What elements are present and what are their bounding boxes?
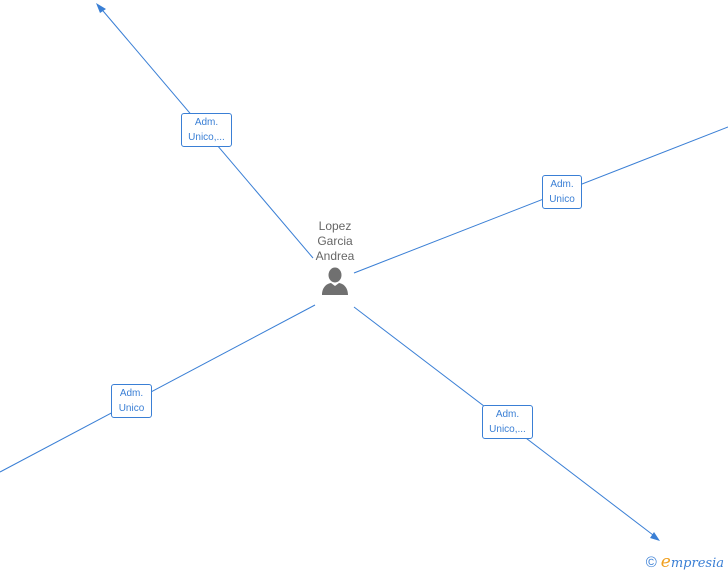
person-node[interactable]: Lopez Garcia Andrea xyxy=(305,219,365,296)
brand-watermark: © empresia xyxy=(646,554,724,572)
role-line: Unico xyxy=(549,194,575,205)
role-line: Unico,... xyxy=(489,424,526,435)
role-line: Unico xyxy=(118,403,145,414)
arrow-head-top-left xyxy=(96,3,106,13)
role-line: Adm. xyxy=(550,179,574,190)
role-box-bottom-left[interactable]: Adm. Unico xyxy=(111,384,152,418)
brand-rest: mpresia xyxy=(670,556,724,571)
person-name: Lopez Garcia Andrea xyxy=(305,219,365,264)
person-name-line: Garcia xyxy=(317,234,353,248)
brand-name: empresia xyxy=(661,554,724,572)
edge-right xyxy=(353,126,728,274)
role-box-top-left[interactable]: Adm. Unico,... xyxy=(181,113,232,147)
role-line: Adm. xyxy=(495,409,520,420)
role-line: Unico,... xyxy=(188,132,225,143)
copyright-symbol: © xyxy=(645,554,657,571)
arrow-head-bottom-right xyxy=(650,532,660,541)
role-line: Adm. xyxy=(194,117,219,128)
person-silhouette-icon xyxy=(322,267,348,295)
person-name-line: Andrea xyxy=(315,249,355,263)
brand-initial: e xyxy=(660,552,671,572)
role-line: Adm. xyxy=(119,388,144,399)
edge-bottom-left xyxy=(0,304,316,473)
role-box-right[interactable]: Adm. Unico xyxy=(542,175,582,209)
role-box-bottom-right[interactable]: Adm. Unico,... xyxy=(482,405,533,439)
person-name-line: Lopez xyxy=(318,219,352,233)
